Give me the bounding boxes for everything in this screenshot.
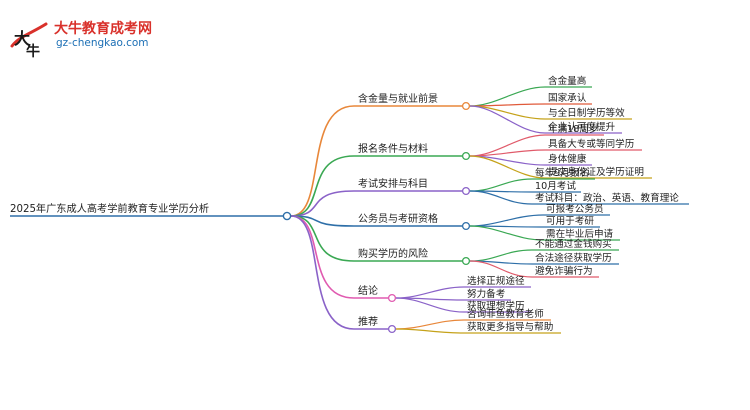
branch-node-handle[interactable] [461,101,471,111]
leaf-connector [469,225,544,241]
leaf-label[interactable]: 合法途径获取学历 [535,252,612,264]
leaf-label[interactable]: 选择正规途径 [467,275,525,287]
leaf-label[interactable]: 需在毕业后申请 [546,228,614,240]
leaf-connector [395,328,465,334]
branch-label[interactable]: 考试安排与科目 [358,177,428,190]
leaf-label[interactable]: 含金量高 [548,75,586,87]
branch-label[interactable]: 购买学历的风险 [358,247,428,260]
leaf-label[interactable]: 具备大专或等同学历 [548,138,635,150]
leaf-label[interactable]: 身体健康 [548,153,587,165]
branch-connector [290,215,355,330]
branch-node-handle[interactable] [387,293,397,303]
branch-node-handle[interactable] [461,256,471,266]
leaf-label[interactable]: 10月考试 [535,180,576,192]
leaf-label[interactable]: 考试科目：政治、英语、教育理论 [535,192,679,204]
leaf-connector [469,155,546,179]
branch-label[interactable]: 含金量与就业前景 [358,92,438,105]
leaf-label[interactable]: 咨询菲鱼教育老师 [467,308,544,320]
branch-node-handle[interactable] [387,324,397,334]
brand-name: 大牛教育成考网 [54,21,152,37]
branch-node-handle[interactable] [461,186,471,196]
leaf-label[interactable]: 可报考公务员 [546,203,604,215]
leaf-connector [469,249,533,262]
branch-label[interactable]: 结论 [358,284,378,297]
branch-connector [290,215,355,299]
branch-connector [290,215,355,227]
branch-label[interactable]: 推荐 [358,315,378,328]
branch-connector [290,215,355,262]
leaf-connector [469,214,544,227]
branch-node-handle[interactable] [461,151,471,161]
leaf-label[interactable]: 年满18周岁 [548,123,599,135]
leaf-connector [469,86,546,107]
branch-connector [290,155,355,217]
root-node-handle[interactable] [282,211,292,221]
svg-text:大: 大 [14,29,30,48]
leaf-label[interactable]: 获取更多指导与帮助 [467,321,553,333]
leaf-label[interactable]: 提交身份证及学历证明 [548,166,644,178]
branch-label[interactable]: 报名条件与材料 [358,142,428,155]
leaf-label[interactable]: 不能通过金钱购买 [535,238,612,250]
leaf-connector [469,190,533,205]
svg-text:牛: 牛 [26,43,40,60]
site-domain: gz-chengkao.com [56,37,149,49]
logo-mark-icon: 大 牛 [10,22,48,60]
mind-map-connectors [290,86,689,334]
leaf-label[interactable]: 企业认可度提升 [548,121,616,133]
branch-connector [290,190,355,217]
leaf-label[interactable]: 避免诈骗行为 [535,265,593,277]
leaf-label[interactable]: 获取理想学历 [467,300,525,312]
leaf-label[interactable]: 每年9月报名 [535,167,589,179]
leaf-label[interactable]: 国家承认 [548,92,587,104]
leaf-connector [395,319,465,330]
branch-connector [290,105,355,217]
leaf-connector [469,105,546,134]
leaf-connector [469,178,533,192]
leaf-label[interactable]: 可用于考研 [546,216,594,227]
branch-label[interactable]: 公务员与考研资格 [358,212,438,225]
leaf-label[interactable]: 努力备考 [467,288,505,300]
leaf-connector [469,260,533,278]
site-logo[interactable]: 大 牛 大牛教育成考网 gz-chengkao.com [6,14,176,60]
leaf-connector [395,297,465,313]
mind-map-nodes: 2025年广东成人高考学前教育专业学历分析 含金量与就业前景 含金量高国家承认与全日… [10,75,679,334]
root-node-label[interactable]: 2025年广东成人高考学前教育专业学历分析 [10,202,209,215]
leaf-label[interactable]: 与全日制学历等效 [548,107,625,119]
leaf-connector [395,286,465,299]
branch-node-handle[interactable] [461,221,471,231]
leaf-connector [469,149,546,157]
